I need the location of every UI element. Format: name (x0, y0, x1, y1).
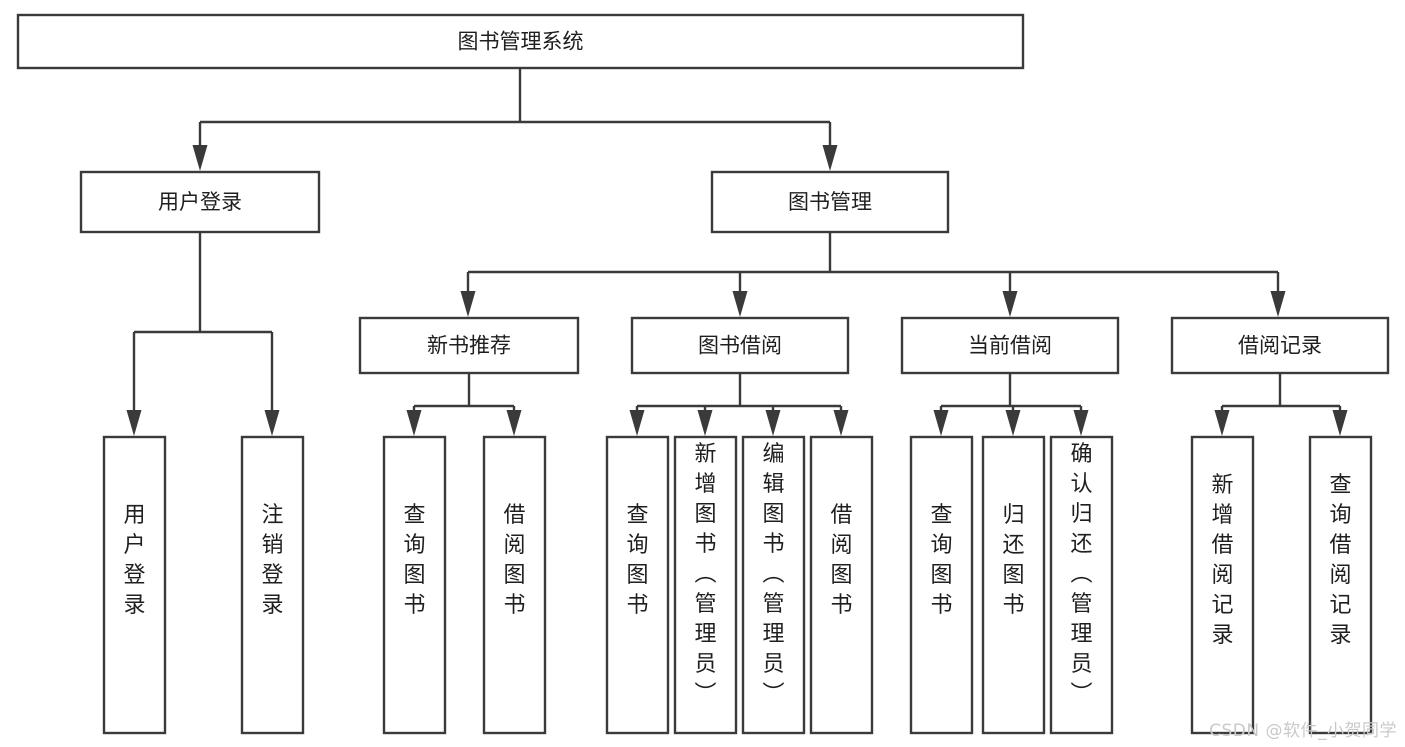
node-leaf-borrow-book[interactable]: 借阅图书 (809, 435, 874, 735)
node-book-borrow[interactable]: 图书借阅 (630, 316, 850, 375)
arrowhead-icon (406, 410, 422, 436)
csdn-watermark: CSDN @软件_小贺同学 (1209, 721, 1397, 741)
node-label: 图书借阅 (698, 334, 782, 358)
node-label: 当前借阅 (968, 334, 1052, 358)
connector-edge-recommend-bus (406, 373, 522, 436)
arrowhead-icon (833, 410, 849, 436)
node-user-login[interactable]: 用户登录 (79, 170, 321, 234)
node-label: 查询图书 (930, 503, 952, 618)
node-label: 借阅记录 (1238, 334, 1322, 358)
node-label: 查询图书 (403, 503, 425, 618)
node-box[interactable] (102, 435, 167, 735)
node-box[interactable] (900, 316, 1120, 375)
node-box[interactable] (1308, 435, 1373, 735)
connector-edge-bookmgmt-bus (460, 232, 1286, 317)
arrowhead-icon (1214, 410, 1230, 436)
node-label: 新增借阅记录 (1211, 473, 1233, 648)
arrowhead-icon (1270, 291, 1286, 317)
nodes-layer: 图书管理系统用户登录图书管理新书推荐图书借阅当前借阅借阅记录用户登录注销登录查询… (16, 13, 1390, 735)
node-box[interactable] (1049, 435, 1114, 735)
node-leaf-add-book[interactable]: 新增图书︵管理员︶ (673, 435, 738, 735)
node-box[interactable] (605, 435, 670, 735)
arrowhead-icon (1005, 410, 1021, 436)
node-label: 用户登录 (123, 503, 145, 618)
arrowhead-icon (822, 145, 838, 171)
node-leaf-edit-book[interactable]: 编辑图书︵管理员︶ (741, 435, 806, 735)
node-label: 注销登录 (261, 503, 283, 618)
node-box[interactable] (382, 435, 447, 735)
node-leaf-user-login[interactable]: 用户登录 (102, 435, 167, 735)
arrowhead-icon (933, 410, 949, 436)
node-leaf-return-book[interactable]: 归还图书 (981, 435, 1046, 735)
arrowhead-icon (697, 410, 713, 436)
node-box[interactable] (909, 435, 974, 735)
node-new-book-recommend[interactable]: 新书推荐 (358, 316, 580, 375)
arrowhead-icon (732, 291, 748, 317)
node-box[interactable] (981, 435, 1046, 735)
arrowhead-icon (192, 145, 208, 171)
node-box[interactable] (710, 170, 950, 234)
arrowhead-icon (264, 410, 280, 436)
node-label: 编辑图书︵管理员︶ (762, 442, 784, 707)
node-box[interactable] (482, 435, 547, 735)
connector-edge-record-bus (1214, 373, 1348, 436)
node-label: 归还图书 (1002, 503, 1024, 618)
node-leaf-query-book-borrow[interactable]: 查询图书 (605, 435, 670, 735)
node-leaf-confirm-return[interactable]: 确认归还︵管理员︶ (1049, 435, 1114, 735)
node-box[interactable] (673, 435, 738, 735)
node-box[interactable] (630, 316, 850, 375)
node-label: 图书管理 (788, 190, 872, 214)
node-borrow-record[interactable]: 借阅记录 (1170, 316, 1390, 375)
node-book-management[interactable]: 图书管理 (710, 170, 950, 234)
node-box[interactable] (358, 316, 580, 375)
node-leaf-borrow-book-recommend[interactable]: 借阅图书 (482, 435, 547, 735)
arrowhead-icon (1002, 291, 1018, 317)
node-box[interactable] (741, 435, 806, 735)
node-label: 新书推荐 (427, 334, 511, 358)
node-label: 查询借阅记录 (1329, 473, 1351, 648)
node-box[interactable] (79, 170, 321, 234)
node-box[interactable] (240, 435, 305, 735)
node-leaf-query-book-recommend[interactable]: 查询图书 (382, 435, 447, 735)
node-leaf-query-book-current[interactable]: 查询图书 (909, 435, 974, 735)
node-root[interactable]: 图书管理系统 (16, 13, 1025, 70)
node-box[interactable] (1170, 316, 1390, 375)
node-box[interactable] (809, 435, 874, 735)
connector-edge-current-bus (933, 373, 1089, 436)
connector-edge-borrow-bus (629, 373, 849, 436)
node-label: 新增图书︵管理员︶ (694, 442, 716, 707)
node-leaf-query-borrow-record[interactable]: 查询借阅记录 (1308, 435, 1373, 735)
arrowhead-icon (765, 410, 781, 436)
node-label: 借阅图书 (830, 503, 852, 618)
node-label: 用户登录 (158, 190, 242, 214)
node-label: 图书管理系统 (458, 30, 584, 54)
edges-layer (126, 68, 1348, 436)
arrowhead-icon (1332, 410, 1348, 436)
node-label: 确认归还︵管理员︶ (1070, 442, 1092, 707)
arrowhead-icon (629, 410, 645, 436)
connector-edge-root-bus (192, 68, 838, 171)
connector-edge-userlogin-bus (126, 232, 280, 436)
node-box[interactable] (1190, 435, 1255, 735)
arrowhead-icon (460, 291, 476, 317)
node-current-borrow[interactable]: 当前借阅 (900, 316, 1120, 375)
node-box[interactable] (16, 13, 1025, 70)
node-leaf-add-borrow-record[interactable]: 新增借阅记录 (1190, 435, 1255, 735)
node-label: 查询图书 (626, 503, 648, 618)
arrowhead-icon (1073, 410, 1089, 436)
arrowhead-icon (506, 410, 522, 436)
arrowhead-icon (126, 410, 142, 436)
node-leaf-logout[interactable]: 注销登录 (240, 435, 305, 735)
node-label: 借阅图书 (503, 503, 525, 618)
